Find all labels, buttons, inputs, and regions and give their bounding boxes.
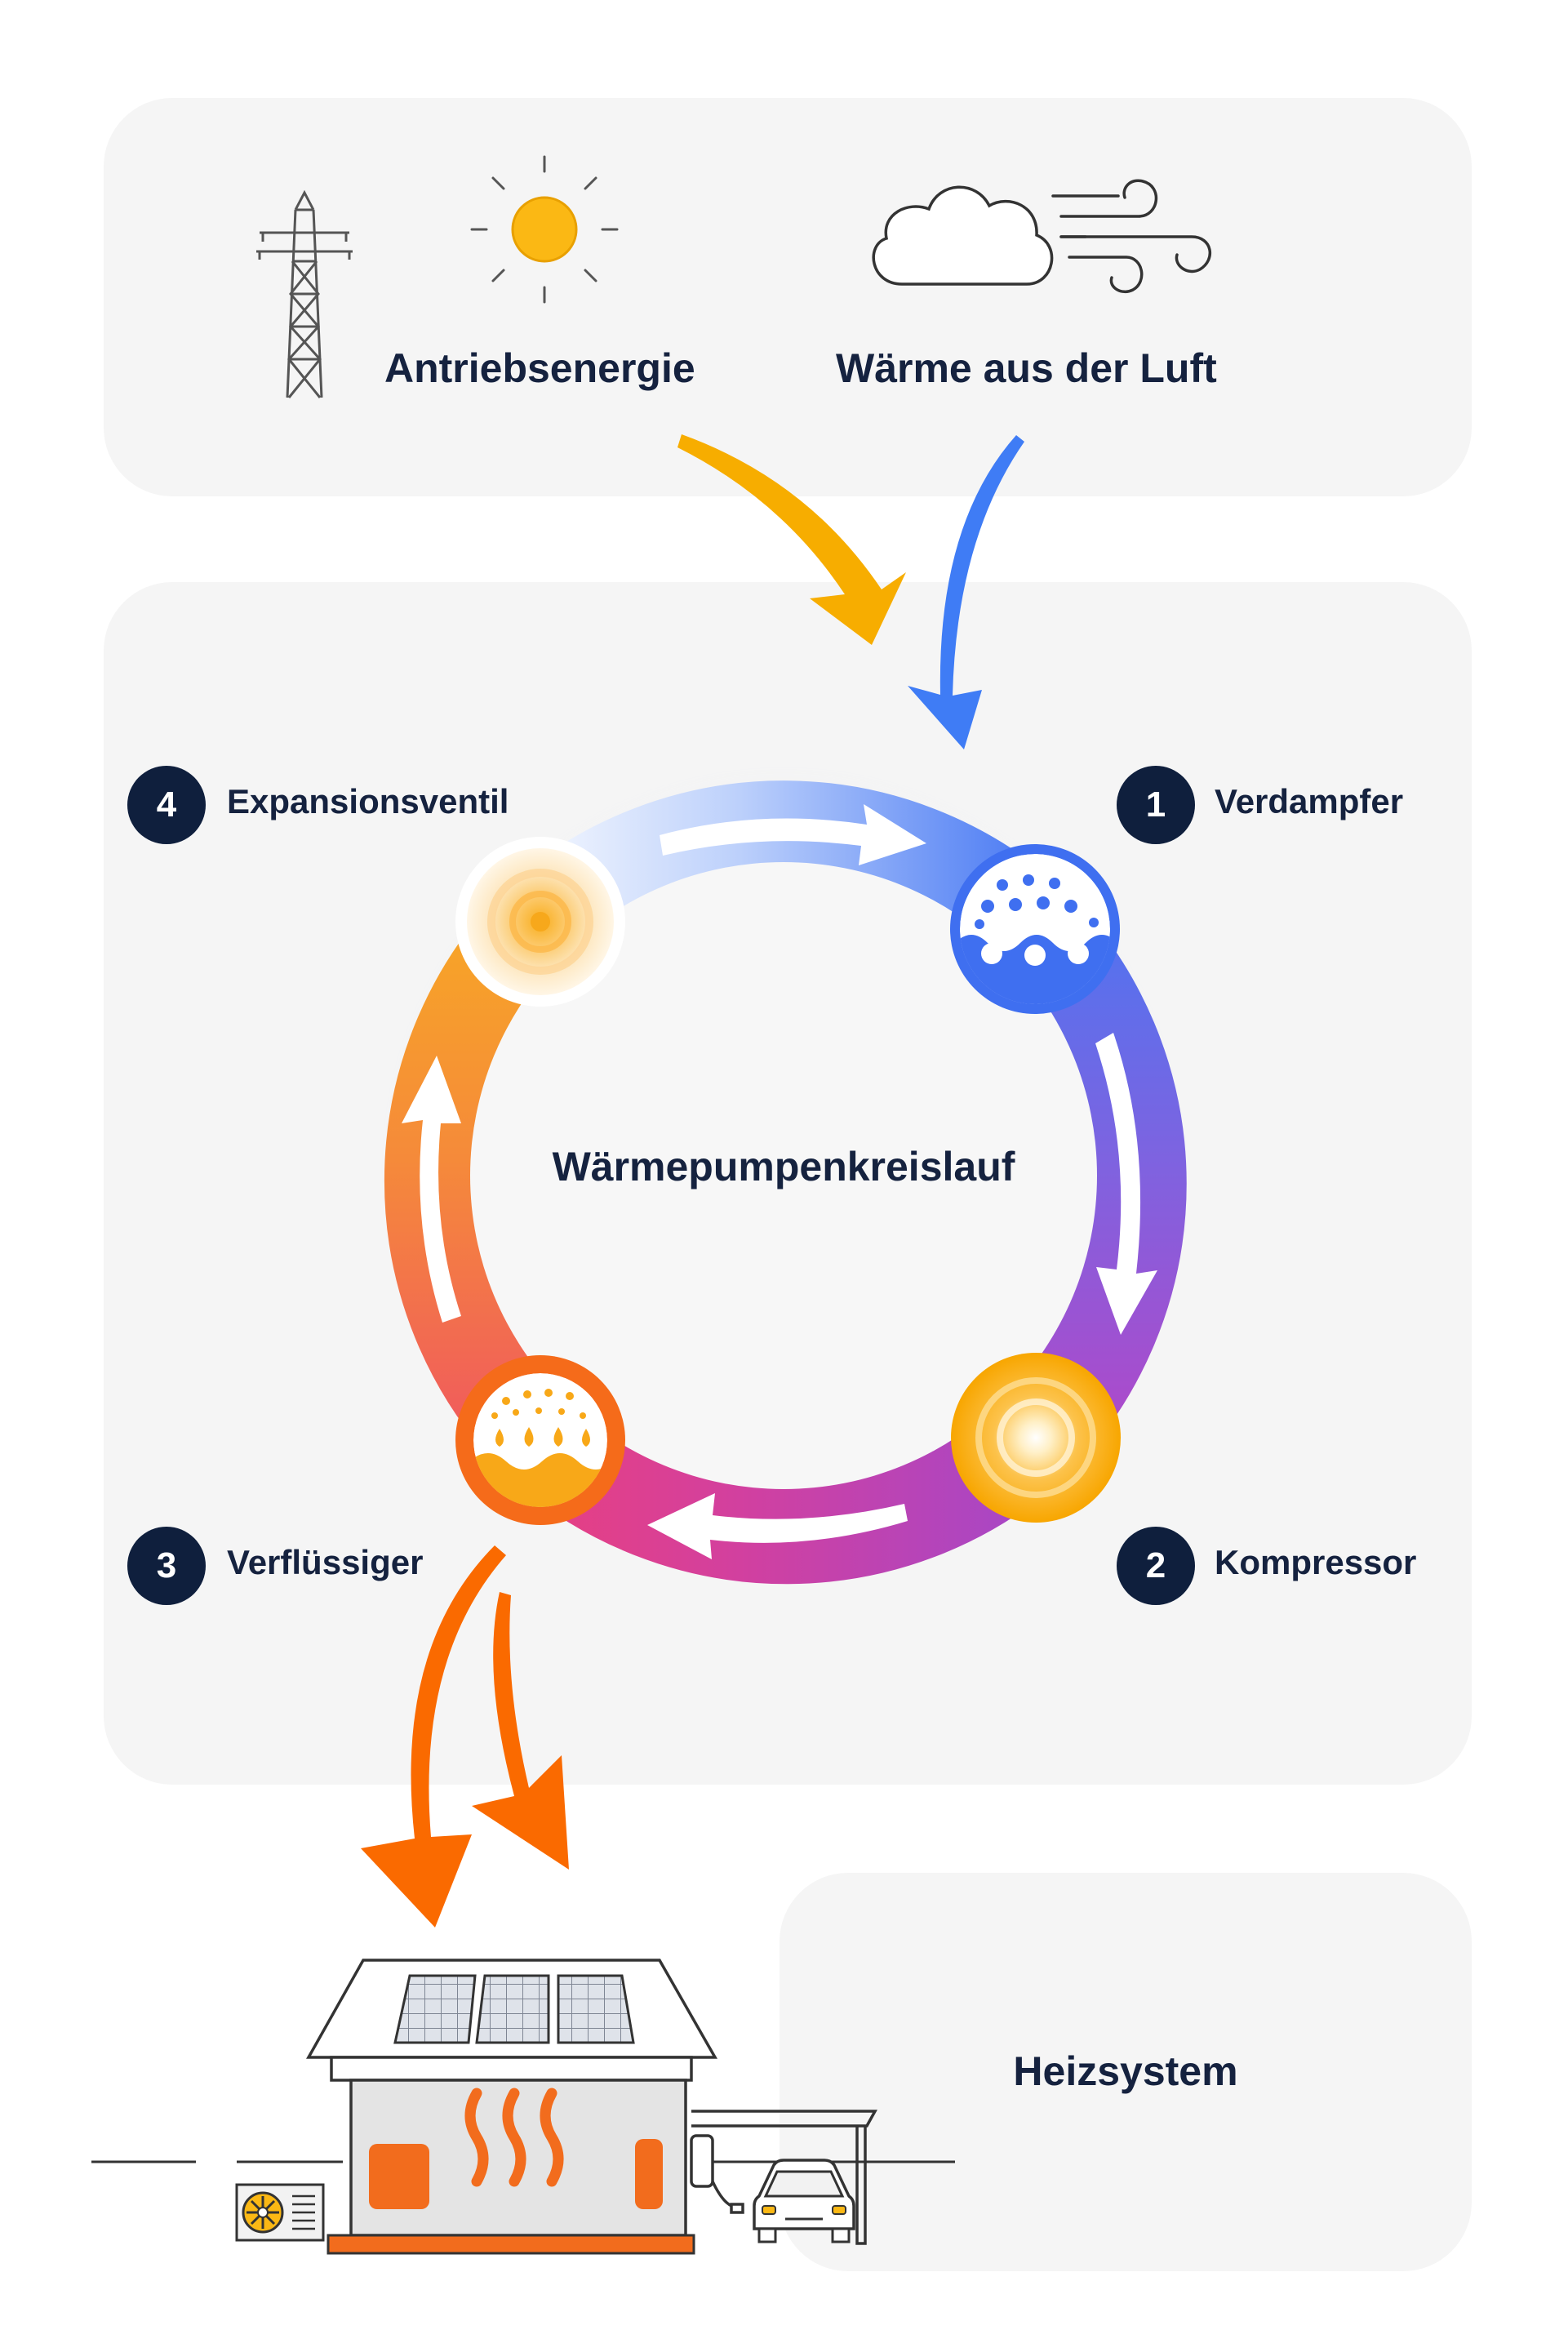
sun-icon	[470, 155, 619, 304]
compressor-glow-icon	[951, 1353, 1121, 1523]
step-number-badge: 1	[1117, 766, 1195, 844]
step-number-badge: 4	[127, 766, 206, 844]
step-label: Verdampfer	[1215, 782, 1404, 820]
power-pylon-icon	[256, 189, 353, 398]
cloud-icon	[872, 185, 1054, 286]
flow-arrow-bottom	[647, 1493, 908, 1559]
flow-arrow-top	[660, 804, 926, 865]
air-heat-label: Wärme aus der Luft	[836, 345, 1217, 391]
radiator-icon	[369, 2139, 663, 2209]
carport-icon	[690, 2110, 877, 2245]
energy-arrow	[677, 434, 906, 645]
step-label: Expansionsventil	[227, 782, 509, 820]
step-number-badge: 2	[1117, 1527, 1195, 1605]
cycle-title: Wärmepumpenkreislauf	[552, 1144, 1015, 1189]
expansion-glow-icon	[455, 837, 625, 1007]
evaporation-bubbles-icon	[950, 844, 1120, 1014]
solar-panel-icon	[393, 1974, 635, 2044]
sources-panel	[104, 98, 1472, 496]
outdoor-unit-icon	[235, 2183, 325, 2242]
step-number-badge: 3	[127, 1527, 206, 1605]
heat-output-arrows	[361, 1545, 569, 1928]
drive-energy-label: Antriebsenergie	[384, 345, 695, 391]
step-label: Verflüssiger	[227, 1543, 424, 1581]
wind-icon	[1051, 179, 1212, 294]
heating-system-label: Heizsystem	[1013, 2048, 1238, 2094]
air-heat-arrow	[908, 435, 1024, 749]
cycle-flow-arrows	[402, 804, 1157, 1559]
flow-arrow-left	[402, 1056, 461, 1323]
flow-arrow-right	[1095, 1033, 1157, 1335]
heat-wave-icon	[464, 2088, 564, 2187]
car-icon	[753, 2159, 855, 2243]
step-label: Kompressor	[1215, 1543, 1417, 1581]
condenser-drops-icon	[455, 1355, 625, 1525]
output-panel	[780, 1873, 1472, 2271]
